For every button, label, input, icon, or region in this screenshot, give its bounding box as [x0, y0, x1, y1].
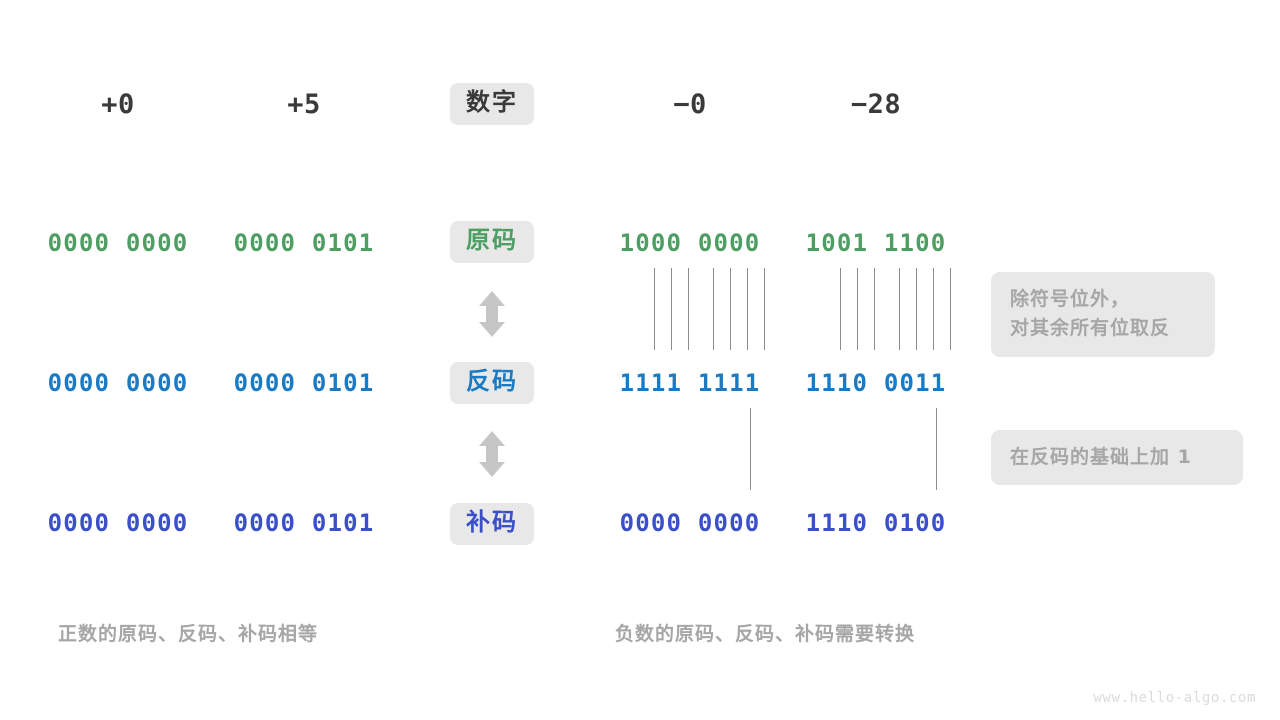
- header-badge-number: 数字: [422, 78, 562, 130]
- header-column-minus-zero: −0: [673, 88, 707, 120]
- note-add-one: 在反码的基础上加 1: [991, 430, 1243, 486]
- connector-line-bit3-minus-zero: [671, 268, 672, 350]
- header-column-minus-twentyeight: −28: [850, 88, 902, 120]
- cell-ones-minus-twentyeight: 1110 0011: [805, 369, 947, 397]
- watermark: www.hello-algo.com: [1093, 690, 1256, 706]
- cell-twos-minus-twentyeight: 1110 0100: [805, 509, 947, 537]
- header-column-plus-five: +5: [287, 88, 321, 120]
- connector-line-bit7-minus-twentyeight: [933, 268, 934, 350]
- header-badge-number-label: 数字: [450, 83, 534, 125]
- row-badge-twos-complement: 补码: [422, 498, 562, 550]
- connector-line-bit5-minus-zero: [713, 268, 714, 350]
- connector-line-bit5-minus-twentyeight: [899, 268, 900, 350]
- cell-twos-plus-five: 0000 0101: [233, 509, 375, 537]
- caption-positive-numbers: 正数的原码、反码、补码相等: [58, 623, 319, 645]
- arrow-up-down-icon-ones-to-twos: [477, 430, 507, 478]
- connector-line-bit8-minus-zero: [764, 268, 765, 350]
- header-column-plus-zero: +0: [101, 88, 135, 120]
- arrow-up-down-icon-original-to-ones: [477, 290, 507, 338]
- connector-line-bit6-minus-zero: [730, 268, 731, 350]
- row-badge-twos-complement-label: 补码: [450, 503, 534, 545]
- connector-line-bit2-minus-twentyeight: [840, 268, 841, 350]
- caption-negative-numbers: 负数的原码、反码、补码需要转换: [615, 623, 916, 645]
- cell-original-plus-five: 0000 0101: [233, 229, 375, 257]
- connector-line-bit3-minus-twentyeight: [857, 268, 858, 350]
- row-badge-ones-complement: 反码: [422, 357, 562, 409]
- cell-twos-minus-zero: 0000 0000: [619, 509, 761, 537]
- connector-line-bit7-minus-zero: [747, 268, 748, 350]
- connector-line-bit4-minus-zero: [688, 268, 689, 350]
- note-invert-bits: 除符号位外， 对其余所有位取反: [991, 272, 1215, 357]
- cell-ones-minus-zero: 1111 1111: [619, 369, 761, 397]
- connector-line-bit8-minus-twentyeight: [950, 268, 951, 350]
- connector-line-bit4-minus-twentyeight: [874, 268, 875, 350]
- row-badge-ones-complement-label: 反码: [450, 362, 534, 404]
- connector-line-bit2-minus-zero: [654, 268, 655, 350]
- connector-line-lsb-minus-zero: [750, 408, 751, 490]
- cell-original-plus-zero: 0000 0000: [47, 229, 189, 257]
- cell-original-minus-zero: 1000 0000: [619, 229, 761, 257]
- arrow-up-down-glyph: [479, 291, 505, 337]
- row-badge-original-code-label: 原码: [450, 221, 534, 263]
- connector-line-bit6-minus-twentyeight: [916, 268, 917, 350]
- cell-ones-plus-zero: 0000 0000: [47, 369, 189, 397]
- arrow-up-down-glyph: [479, 431, 505, 477]
- cell-ones-plus-five: 0000 0101: [233, 369, 375, 397]
- connector-line-lsb-minus-twentyeight: [936, 408, 937, 490]
- cell-original-minus-twentyeight: 1001 1100: [805, 229, 947, 257]
- row-badge-original-code: 原码: [422, 216, 562, 268]
- cell-twos-plus-zero: 0000 0000: [47, 509, 189, 537]
